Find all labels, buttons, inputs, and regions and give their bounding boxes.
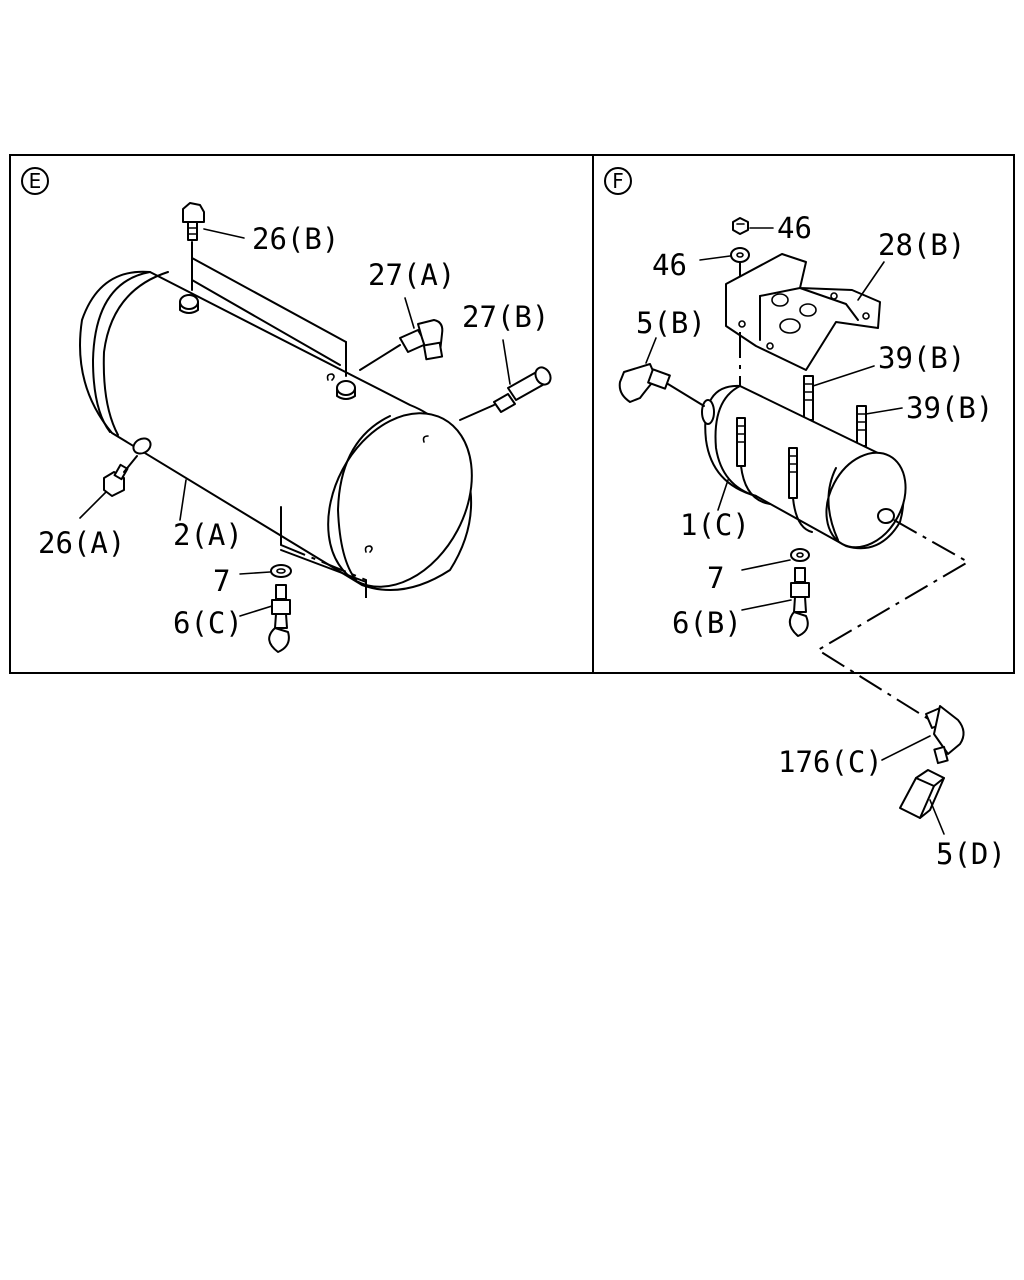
panel-e-badge: E [21, 167, 49, 195]
callout-f-46-mid: 46 [652, 248, 687, 282]
washer-46 [730, 247, 750, 263]
callout-f-176c: 176(C) [778, 745, 883, 779]
callout-e-27a: 27(A) [368, 258, 455, 292]
callout-f-28b: 28(B) [878, 228, 965, 262]
panel-f: 46 46 28(B) 5(B) 39(B) 39(B) 1(C) 7 6(B)… [618, 211, 1006, 871]
bracket-28b [725, 253, 881, 371]
cap-5d [899, 769, 945, 819]
elbow-fitting-176c [925, 705, 965, 765]
bolt-26b [182, 202, 205, 241]
u-bolt-39b-front [856, 405, 867, 447]
callout-f-1c: 1(C) [680, 508, 750, 542]
callout-f-7: 7 [707, 561, 724, 595]
panel-f-badge: F [604, 167, 632, 195]
callout-f-39b-2: 39(B) [906, 391, 993, 425]
callout-f-46-top: 46 [777, 211, 812, 245]
panel-e: 26(B) 27(A) 27(B) 26(A) 2(A) 7 6(C) [38, 202, 552, 653]
callout-f-5d: 5(D) [936, 837, 1006, 871]
panel-e-badge-label: E [29, 169, 42, 193]
callout-e-26b: 26(B) [252, 222, 339, 256]
diagram-frame [9, 154, 1015, 674]
callout-f-6b: 6(B) [672, 606, 742, 640]
panel-f-badge-label: F [612, 169, 624, 193]
washer-7-f [790, 548, 810, 562]
callout-e-27b: 27(B) [462, 300, 549, 334]
u-bolt-strap-left [736, 417, 771, 505]
callout-e-26a: 26(A) [38, 526, 125, 560]
drain-cock-6c [268, 584, 291, 653]
washer-7-e [270, 564, 292, 578]
nut-46-top [732, 217, 749, 235]
connector-27b [493, 366, 552, 413]
elbow-fitting-27a [399, 319, 444, 361]
elbow-fitting-5b [618, 363, 671, 403]
u-bolt-strap-right [788, 447, 813, 533]
drain-cock-6b [788, 567, 810, 637]
air-tank-small [701, 384, 907, 550]
callout-f-39b-1: 39(B) [878, 341, 965, 375]
callout-f-5b: 5(B) [636, 306, 706, 340]
callout-e-7: 7 [213, 564, 230, 598]
u-bolt-39b-back [803, 375, 814, 421]
callout-e-6c: 6(C) [173, 606, 243, 640]
plug-26a [103, 463, 129, 497]
callout-e-2a: 2(A) [173, 518, 243, 552]
air-tank-large [79, 270, 473, 591]
